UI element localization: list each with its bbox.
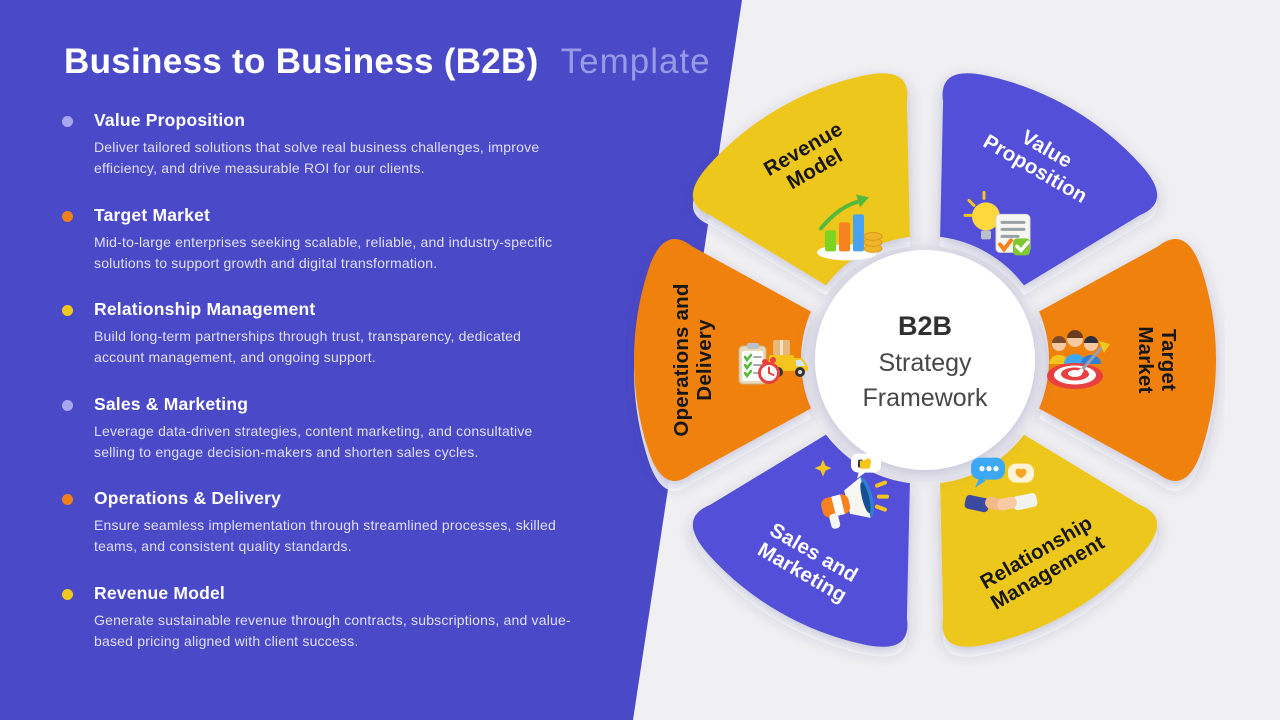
growth-chart-icon [817,194,883,261]
petal-label-operations-and-delivery: Operations andDelivery [670,283,716,436]
item-body: Mid-to-large enterprises seeking scalabl… [94,233,553,271]
item-body: Ensure seamless implementation through s… [94,517,557,555]
petal-label-target-market: TargetMarket [1134,326,1180,393]
list-item-text: Operations & Delivery Ensure seamless im… [94,488,574,558]
center-title-line2: Strategy [878,349,972,377]
list-item-text: Sales & Marketing Leverage data-driven s… [94,394,574,464]
list-item: Target Market Mid-to-large enterprises s… [62,205,574,275]
item-heading: Sales & Marketing [94,393,249,414]
list-item: Relationship Management Build long-term … [62,299,574,369]
item-body: Deliver tailored solutions that solve re… [94,139,540,177]
list-item-text: Relationship Management Build long-term … [94,299,574,369]
bullet-dot [62,399,73,411]
list-item: Revenue Model Generate sustainable reven… [62,583,574,653]
delivery-truck-icon [738,340,808,385]
list-item-text: Revenue Model Generate sustainable reven… [94,583,574,653]
item-heading: Value Proposition [94,110,246,130]
list-item-text: Value Proposition Deliver tailored solut… [94,110,574,180]
feature-list: Value Proposition Deliver tailored solut… [62,110,574,677]
petal-target-market [1039,239,1217,481]
list-item-text: Target Market Mid-to-large enterprises s… [94,205,574,275]
center-title-line3: Framework [862,384,988,412]
list-item: Operations & Delivery Ensure seamless im… [62,488,574,558]
item-body: Build long-term partnerships through tru… [94,328,522,366]
handshake-icon [964,457,1038,513]
center-title-line1: B2B [898,311,952,341]
item-body: Leverage data-driven strategies, content… [94,422,533,460]
item-heading: Revenue Model [94,582,225,603]
bullet-dot [62,588,73,600]
page-title: Business to Business (B2B) Template [64,42,711,82]
bullet-dot [62,116,73,127]
petal-operations-and-delivery [633,239,811,481]
idea-checklist-icon [963,190,1031,256]
item-heading: Operations & Delivery [94,488,282,509]
petal-value-proposition [940,73,1158,286]
target-audience-icon [1047,330,1110,389]
list-item: Sales & Marketing Leverage data-driven s… [62,394,574,464]
item-body: Generate sustainable revenue through con… [94,611,571,649]
bullet-dot [62,494,73,506]
icons-layer [738,190,1110,529]
item-heading: Relationship Management [94,299,316,320]
page-title-suffix: Template [560,42,711,81]
petal-relationship-management [940,434,1158,647]
item-heading: Target Market [94,204,211,225]
bullet-dot [62,210,73,222]
center-circle [815,250,1035,470]
list-item: Value Proposition Deliver tailored solut… [62,110,574,180]
petals-layer [633,73,1217,657]
megaphone-icon [814,453,889,529]
bullet-dot [62,305,73,317]
page-title-main: Business to Business (B2B) [64,42,539,81]
